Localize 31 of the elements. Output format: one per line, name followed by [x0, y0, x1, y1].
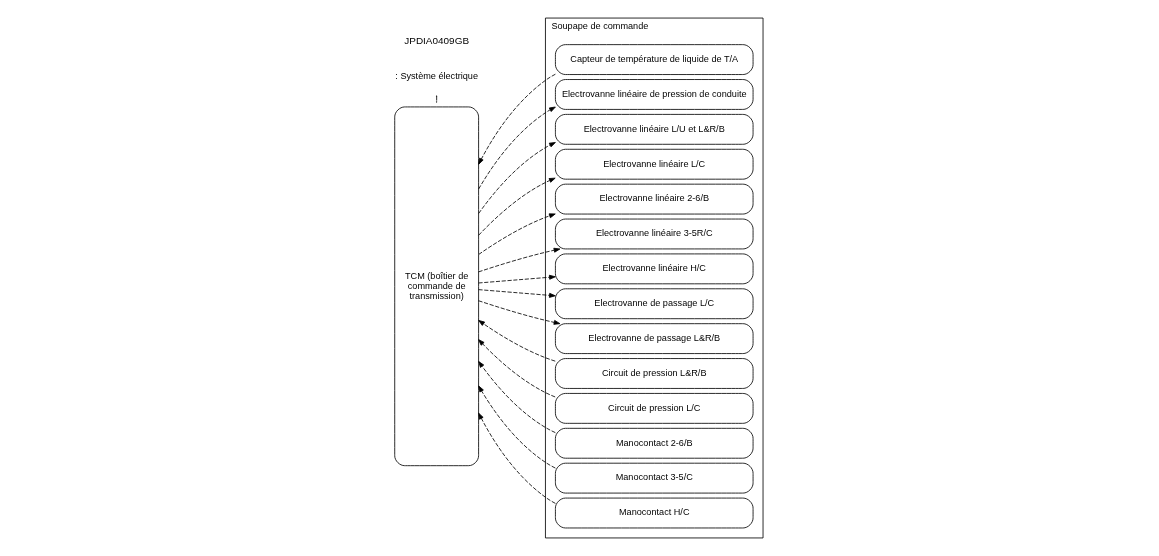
arrow	[478, 412, 556, 504]
node-box: Electrovanne de passage L/C	[555, 288, 754, 320]
arrow	[478, 247, 561, 273]
label: JPDIA0409GB	[404, 34, 470, 46]
node-box: Electrovanne linéaire de pression de conduite	[555, 79, 754, 110]
arrow	[478, 106, 556, 190]
node-box: Electrovanne linéaire L/C	[555, 148, 754, 180]
arrow	[478, 289, 556, 298]
node-box: Manocontact H/C	[555, 497, 754, 529]
arrow	[478, 274, 556, 284]
arrow	[478, 73, 556, 165]
legend-label: : Système électrique	[395, 70, 478, 81]
node-box: Electrovanne linéaire L/U et L&R/B	[555, 114, 754, 145]
arrow	[478, 320, 556, 362]
arrow	[478, 142, 556, 214]
node-box: Electrovanne linéaire 2-6/B	[555, 183, 754, 215]
arrow	[478, 177, 556, 236]
node-box: Circuit de pression L/C	[555, 393, 754, 424]
arrow	[478, 339, 556, 398]
node-box: Circuit de pression L&R/B	[555, 358, 754, 389]
arrow	[478, 213, 556, 255]
node-box: Electrovanne de passage L&R/B	[555, 323, 754, 354]
arrow	[478, 385, 556, 469]
node-box: Capteur de température de liquide de T/A	[555, 44, 754, 75]
node-box: Manocontact 2-6/B	[555, 427, 754, 459]
node-box: Electrovanne linéaire H/C	[555, 253, 754, 285]
node-box: TCM (boîtier de commande de transmission)	[394, 106, 479, 467]
node-box: Manocontact 3-5/C	[555, 462, 754, 494]
arrow	[478, 361, 556, 434]
node-box: Electrovanne linéaire 3-5R/C	[555, 218, 754, 250]
arrow	[478, 300, 561, 325]
